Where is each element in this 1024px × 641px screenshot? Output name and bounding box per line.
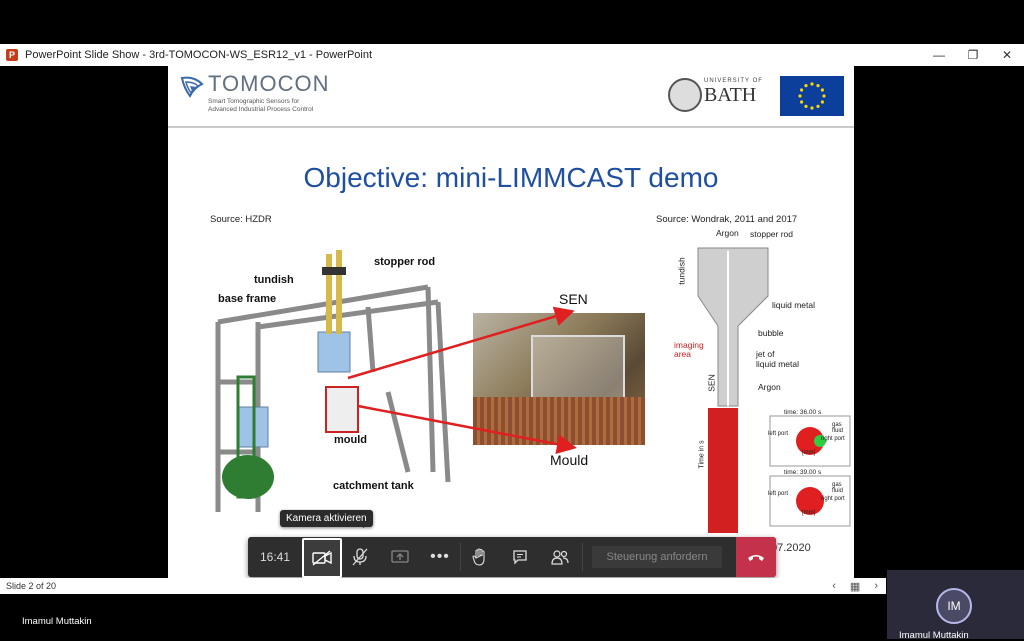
camera-toggle-button[interactable] xyxy=(302,538,342,578)
eu-flag-icon xyxy=(780,76,844,116)
close-icon[interactable]: ✕ xyxy=(1001,48,1013,62)
meeting-timer: 16:41 xyxy=(259,550,291,564)
request-control-button[interactable]: Steuerung anfordern xyxy=(592,546,722,568)
slide-header: TOMOCON Smart Tomographic Sensors for Ad… xyxy=(168,66,854,128)
restore-icon[interactable]: ❐ xyxy=(967,48,979,62)
time-axis-label: Time in s xyxy=(698,440,706,469)
frame-time-1: time: 36.00 s xyxy=(784,409,822,416)
mini-limmcast-photo xyxy=(473,313,645,445)
more-button[interactable]: ••• xyxy=(422,537,458,577)
tomocon-logo-icon xyxy=(180,76,204,98)
bath-small-text: UNIVERSITY OF xyxy=(704,78,763,84)
meeting-control-bar: 16:41 ••• xyxy=(248,537,776,578)
imaging-line-1: imaging xyxy=(674,340,704,350)
sen-tundish: tundish xyxy=(676,257,687,285)
left-port-1: left port xyxy=(768,431,789,437)
chat-icon xyxy=(513,550,527,565)
legend-fluid-1: fluid xyxy=(832,428,844,434)
source-right: Source: Wondrak, 2011 and 2017 xyxy=(656,214,798,225)
label-tundish: tundish xyxy=(254,274,294,286)
status-nav: ‹ ▦ › xyxy=(832,578,878,594)
tagline-line-1: Smart Tomographic Sensors for xyxy=(208,98,300,105)
bath-big-text: BATH xyxy=(704,84,757,106)
previous-slide-icon[interactable]: ‹ xyxy=(832,580,836,592)
participants-icon xyxy=(551,550,569,565)
mic-off-icon xyxy=(352,548,368,566)
avatar: IM xyxy=(936,588,972,624)
label-base-frame: base frame xyxy=(218,293,277,305)
camera-tooltip: Kamera aktivieren xyxy=(280,510,373,527)
tomocon-tagline: Smart Tomographic Sensors for Advanced I… xyxy=(208,98,313,114)
share-screen-button[interactable] xyxy=(382,537,418,577)
label-mould: mould xyxy=(334,434,367,446)
hang-up-icon xyxy=(748,555,764,561)
slide[interactable]: TOMOCON Smart Tomographic Sensors for Ad… xyxy=(168,66,854,578)
sen-liquid-metal: liquid metal xyxy=(772,300,815,310)
legend-gas-2: gas xyxy=(832,482,842,488)
slide-counter: Slide 2 of 20 xyxy=(6,581,57,591)
window-title: PowerPoint Slide Show - 3rd-TOMOCON-WS_E… xyxy=(25,49,373,61)
status-bar: Slide 2 of 20 ‹ ▦ › xyxy=(0,578,886,594)
bath-seal-icon xyxy=(668,78,702,112)
slide-date-fragment: 07.2020 xyxy=(771,542,811,554)
next-slide-icon[interactable]: › xyxy=(874,580,878,592)
minimize-icon[interactable]: — xyxy=(933,48,945,62)
tomocon-brand: TOMOCON xyxy=(208,71,330,96)
jet-line-1: jet of xyxy=(756,349,775,359)
hang-up-button[interactable] xyxy=(736,537,776,577)
apparatus-drawing xyxy=(215,250,451,512)
imaging-line-2: area xyxy=(674,349,692,359)
sen-argon-bottom: Argon xyxy=(758,382,781,392)
powerpoint-icon: P xyxy=(6,49,18,61)
legend-fluid-2: fluid xyxy=(832,488,844,494)
raise-hand-button[interactable] xyxy=(462,537,498,577)
source-left: Source: HZDR xyxy=(210,214,272,225)
mm-label-1: [mm] xyxy=(802,450,816,456)
more-icon: ••• xyxy=(430,548,450,565)
left-port-2: left port xyxy=(768,491,789,497)
share-screen-icon xyxy=(391,550,409,563)
sen-jet: jet of liquid metal xyxy=(756,349,799,369)
sen-imaging-area: imaging area xyxy=(674,341,704,359)
window-controls: — ❐ ✕ xyxy=(922,44,1024,66)
right-port-2: right port xyxy=(821,496,845,502)
control-divider-2 xyxy=(582,543,583,571)
sen-argon-top: Argon xyxy=(716,228,739,238)
camera-off-icon xyxy=(312,550,332,566)
frame-time-2: time: 39.00 s xyxy=(784,469,822,476)
tile-participant-name: Imamul Muttakin xyxy=(899,630,969,641)
mic-toggle-button[interactable] xyxy=(342,537,378,577)
slide-sorter-icon[interactable]: ▦ xyxy=(849,580,861,593)
presenter-name: Imamul Muttakin xyxy=(22,616,92,627)
participants-button[interactable] xyxy=(542,537,578,577)
slide-title: Objective: mini-LIMMCAST demo xyxy=(303,162,719,193)
control-divider xyxy=(460,543,461,571)
sen-label: SEN xyxy=(706,374,717,392)
raise-hand-icon xyxy=(472,548,485,566)
label-sen: SEN xyxy=(559,291,588,307)
legend-gas-1: gas xyxy=(832,422,842,428)
jet-line-2: liquid metal xyxy=(756,359,799,369)
sen-bubble: bubble xyxy=(758,328,784,338)
right-port-1: right port xyxy=(821,436,845,442)
sen-diagram xyxy=(697,247,851,533)
participant-video-tile[interactable]: IM Imamul Muttakin xyxy=(887,570,1024,641)
window-title-bar: P PowerPoint Slide Show - 3rd-TOMOCON-WS… xyxy=(0,44,1024,66)
label-photo-mould: Mould xyxy=(550,452,589,468)
photo-coils xyxy=(473,397,645,445)
sen-stopper-rod: stopper rod xyxy=(750,229,793,239)
chat-button[interactable] xyxy=(502,537,538,577)
label-stopper-rod: stopper rod xyxy=(374,256,436,268)
tagline-line-2: Advanced Industrial Process Control xyxy=(208,106,314,113)
mm-label-2: [mm] xyxy=(802,510,816,516)
label-catchment-tank: catchment tank xyxy=(333,480,414,492)
